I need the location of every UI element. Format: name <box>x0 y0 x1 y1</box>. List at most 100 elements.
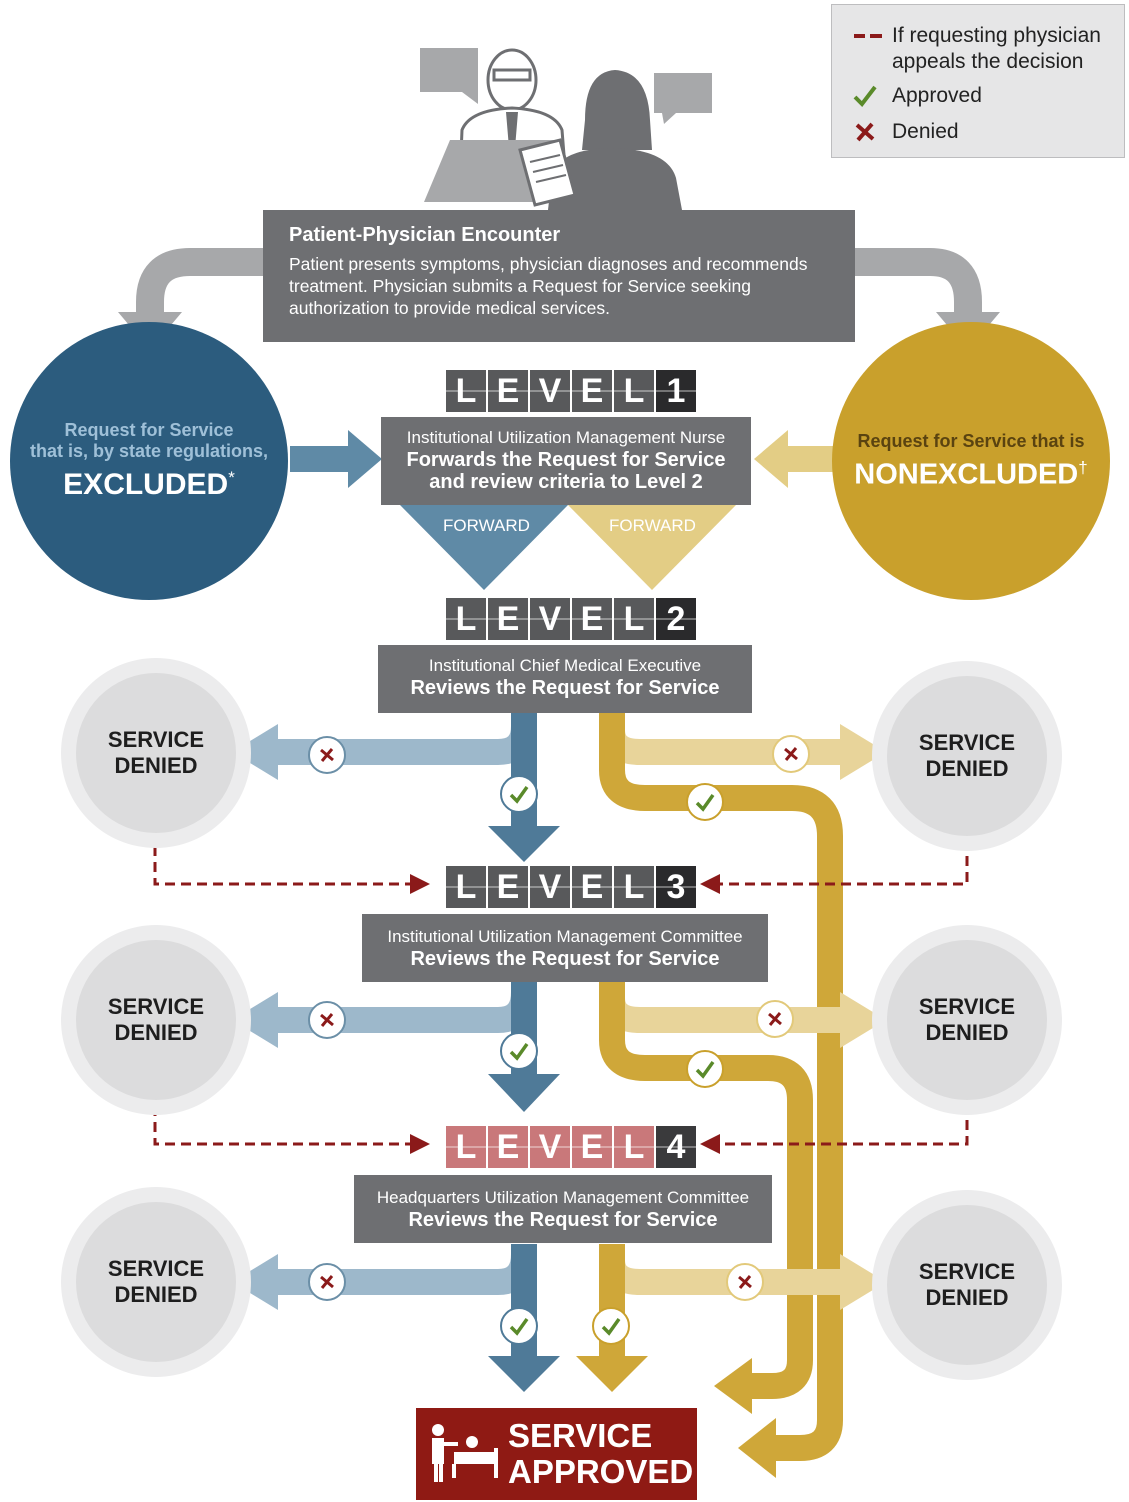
doctor-patient-illustration <box>420 48 712 210</box>
excluded-line1: Request for Service <box>64 420 234 440</box>
service-denied-circle: SERVICE DENIED <box>872 1190 1062 1380</box>
level-1-box: Institutional Utilization Management Nur… <box>381 417 751 505</box>
x-mark-icon <box>726 1263 764 1301</box>
appeal-line-right-3 <box>718 792 969 886</box>
forward-label-blue: FORWARD <box>443 516 530 535</box>
level-2-action: Reviews the Request for Service <box>410 677 720 699</box>
excluded-word: EXCLUDED <box>63 468 229 501</box>
service-denied-label: SERVICE DENIED <box>76 673 236 833</box>
nonexcluded-mark: † <box>1078 457 1088 477</box>
x-mark-icon <box>308 1263 346 1301</box>
level-3-action: Reviews the Request for Service <box>410 948 720 970</box>
excluded-mark: * <box>228 468 235 487</box>
service-denied-label: SERVICE DENIED <box>887 940 1047 1100</box>
forward-triangle-gold <box>568 505 736 590</box>
level-2-box: Institutional Chief Medical Executive Re… <box>378 645 752 713</box>
service-denied-circle: SERVICE DENIED <box>61 925 251 1115</box>
nonexcluded-word: NONEXCLUDED <box>854 458 1079 491</box>
level-letter: L <box>614 866 654 908</box>
checkmark-icon <box>686 1050 724 1088</box>
level-1-role: Institutional Utilization Management Nur… <box>406 428 726 447</box>
level-3-banner: L E V E L 3 <box>446 866 696 908</box>
level-number: 1 <box>656 370 696 412</box>
checkmark-icon <box>852 83 892 109</box>
nonexcluded-big: NONEXCLUDED† <box>854 458 1087 492</box>
nonexcluded-line1: Request for Service that is <box>857 430 1085 451</box>
level-4-banner: L E V E L 4 <box>446 1126 696 1168</box>
excluded-big: EXCLUDED* <box>63 468 235 502</box>
encounter-arrow-right <box>855 248 982 318</box>
service-approved-box: SERVICE APPROVED <box>416 1408 697 1500</box>
level-number: 4 <box>656 1126 696 1168</box>
level-letter: L <box>446 866 486 908</box>
excluded-line2: that is, by state regulations, <box>29 441 269 461</box>
level-letter: E <box>488 866 528 908</box>
level-letter: E <box>488 370 528 412</box>
level-letter: L <box>446 598 486 640</box>
service-denied-label: SERVICE DENIED <box>887 1205 1047 1365</box>
encounter-title: Patient-Physician Encounter <box>289 224 561 246</box>
encounter-box: Patient-Physician Encounter Patient pres… <box>263 210 855 342</box>
nonexcluded-arrow-head <box>754 430 788 488</box>
encounter-arrow-left <box>136 248 265 318</box>
level-4-box: Headquarters Utilization Management Comm… <box>354 1175 772 1243</box>
service-denied-circle: SERVICE DENIED <box>872 661 1062 851</box>
level-letter: E <box>572 866 612 908</box>
level-number: 3 <box>656 866 696 908</box>
x-mark-icon <box>772 735 810 773</box>
service-denied-label: SERVICE DENIED <box>76 1202 236 1362</box>
level-letter: L <box>446 1126 486 1168</box>
level-letter: E <box>488 598 528 640</box>
level-letter: L <box>614 1126 654 1168</box>
checkmark-icon <box>500 1032 538 1070</box>
legend-denied-label: Denied <box>892 120 959 143</box>
forward-label-gold: FORWARD <box>609 516 696 535</box>
level-letter: L <box>614 598 654 640</box>
x-mark-icon <box>756 1000 794 1038</box>
level-letter: V <box>530 1126 570 1168</box>
service-denied-circle: SERVICE DENIED <box>872 925 1062 1115</box>
forward-triangle-blue <box>400 505 568 590</box>
hospital-bed-icon <box>432 1424 498 1482</box>
checkmark-icon <box>500 1307 538 1345</box>
checkmark-icon <box>686 783 724 821</box>
level-letter: V <box>530 370 570 412</box>
service-denied-circle: SERVICE DENIED <box>61 658 251 848</box>
level-letter: E <box>488 1126 528 1168</box>
level-2-role: Institutional Chief Medical Executive <box>428 656 702 675</box>
level-letter: V <box>530 866 570 908</box>
appeal-line-right-4 <box>718 1056 969 1146</box>
level-letter: E <box>572 370 612 412</box>
level-4-action: Reviews the Request for Service <box>408 1209 718 1231</box>
service-denied-label: SERVICE DENIED <box>76 940 236 1100</box>
x-mark-icon <box>852 119 892 145</box>
appeal-line-left-4 <box>153 1058 412 1146</box>
x-mark-icon <box>308 1001 346 1039</box>
excluded-arrow-head <box>348 430 382 488</box>
service-denied-label: SERVICE DENIED <box>887 676 1047 836</box>
appeal-dash-icon <box>852 23 892 49</box>
legend: If requesting physician appeals the deci… <box>831 4 1125 158</box>
level-letter: E <box>572 1126 612 1168</box>
nonexcluded-circle: Request for Service that is NONEXCLUDED† <box>832 322 1110 600</box>
level-3-box: Institutional Utilization Management Com… <box>362 914 768 982</box>
level-letter: V <box>530 598 570 640</box>
excluded-circle: Request for Service that is, by state re… <box>10 322 288 600</box>
level-letter: E <box>572 598 612 640</box>
level-letter: L <box>446 370 486 412</box>
level-4-role: Headquarters Utilization Management Comm… <box>376 1188 750 1207</box>
level-number: 2 <box>656 598 696 640</box>
level-1-action: Forwards the Request for Service and rev… <box>406 449 726 493</box>
encounter-description: Patient presents symptoms, physician dia… <box>289 254 808 318</box>
service-denied-circle: SERVICE DENIED <box>61 1187 251 1377</box>
checkmark-icon <box>592 1307 630 1345</box>
legend-appeal-label: If requesting physician appeals the deci… <box>892 24 1101 73</box>
checkmark-icon <box>500 775 538 813</box>
x-mark-icon <box>308 736 346 774</box>
appeal-line-left-3 <box>153 798 412 886</box>
level-letter: L <box>614 370 654 412</box>
level-2-banner: L E V E L 2 <box>446 598 696 640</box>
level-3-role: Institutional Utilization Management Com… <box>387 927 743 946</box>
